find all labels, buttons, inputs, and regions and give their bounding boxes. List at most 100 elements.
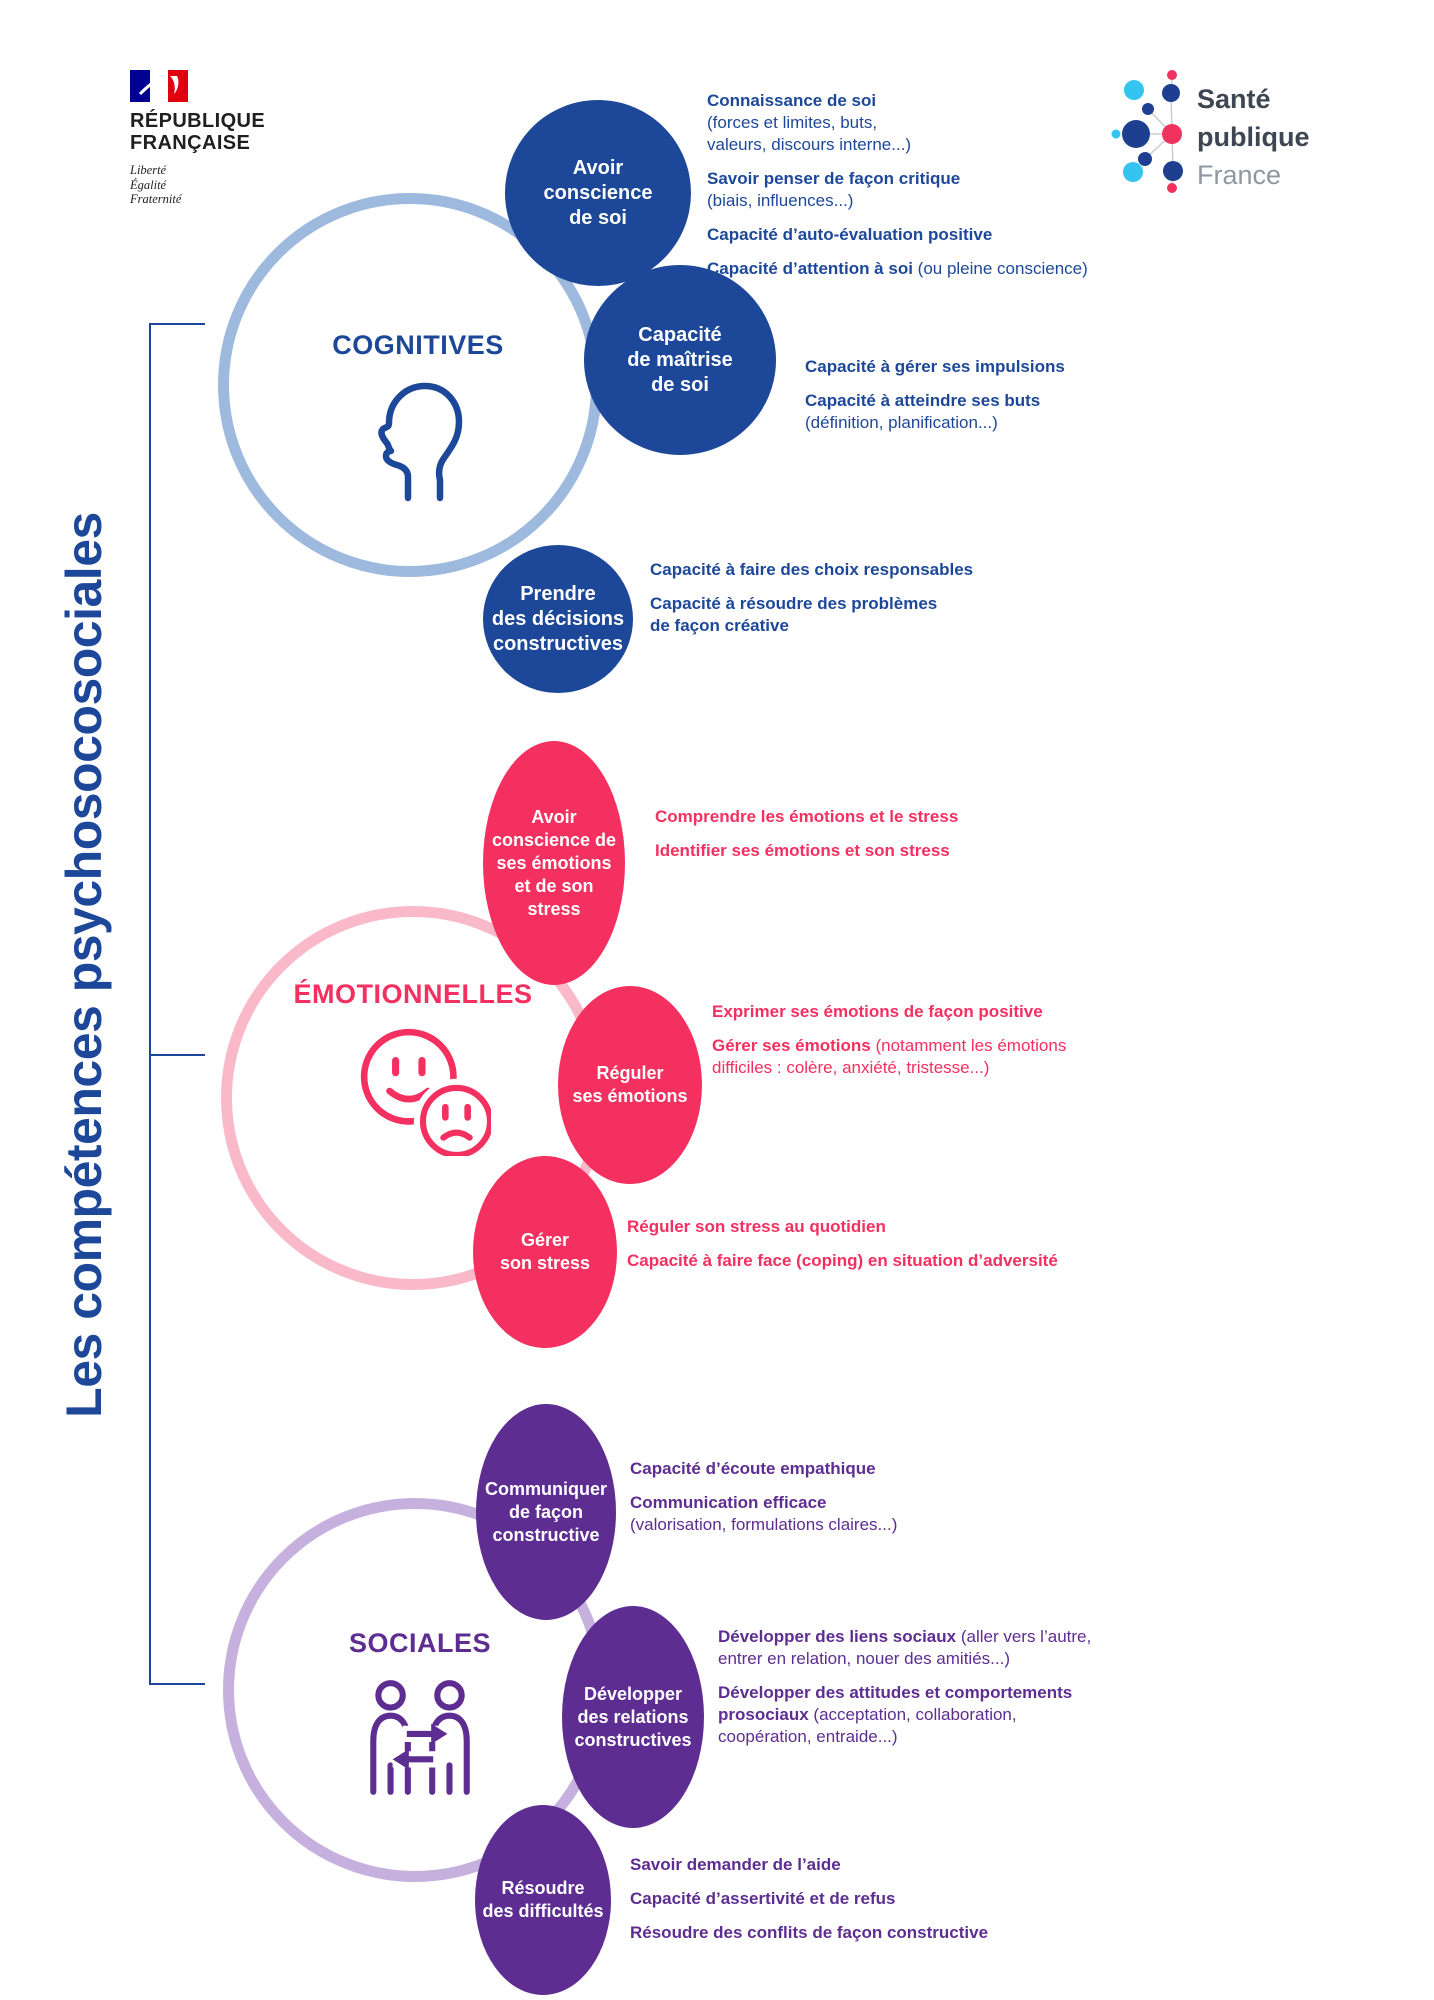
page-title: Les compétences psychosocosociales <box>56 512 112 1418</box>
node-label: Développer des relations constructives <box>574 1683 692 1750</box>
sante-publique-france-wordmark: Santé publique France <box>1197 80 1309 194</box>
detail-regular-text: (forces et limites, buts, <box>707 113 878 132</box>
detail-item: Capacité d’assertivité et de refus <box>630 1888 988 1910</box>
detail-bold-text: Comprendre les émotions et le stress <box>655 807 959 826</box>
rf-name-line2: FRANÇAISE <box>130 132 251 154</box>
detail-regular-text: valeurs, discours interne...) <box>707 135 912 154</box>
detail-bold-text: Capacité d’assertivité et de refus <box>630 1889 896 1908</box>
detail-bold-text: Capacité à résoudre des problèmes <box>650 594 938 613</box>
republique-francaise-logo: RÉPUBLIQUE FRANÇAISE Liberté Égalité Fra… <box>130 70 330 207</box>
detail-bold-text: Connaissance de soi <box>707 91 877 110</box>
detail-regular-text: (notamment les émotions <box>870 1036 1067 1055</box>
detail-regular-text: (définition, planification...) <box>805 413 998 432</box>
node-label: Avoir conscience de ses émotions et de s… <box>491 806 617 919</box>
node-label: Prendre des décisions constructives <box>491 582 625 655</box>
two-people-exchange-icon <box>370 1680 470 1795</box>
detail-bold-text: Gérer ses émotions <box>712 1036 871 1055</box>
node-label: Capacité de maîtrise de soi <box>627 323 733 396</box>
node-label: Gérer son stress <box>499 1230 591 1273</box>
group-label-cognitives: COGNITIVES <box>332 330 504 360</box>
node-label: Résoudre des difficultés <box>482 1878 604 1921</box>
detail-bold-text: Réguler son stress au quotidien <box>627 1217 886 1236</box>
details-avoir-conscience-de-soi: Connaissance de soi (forces et limites, b… <box>707 90 1088 280</box>
detail-bold-text: Développer des liens sociaux <box>718 1627 957 1646</box>
detail-item: Développer des attitudes et comportement… <box>718 1682 1091 1748</box>
detail-bold-text: Résoudre des conflits de façon construct… <box>630 1923 989 1942</box>
node-gerer-son-stress: Gérer son stress <box>473 1156 617 1348</box>
node-developper-des-relations-constructives: Développer des relations constructives <box>562 1606 704 1828</box>
detail-bold-text: Capacité d’attention à soi <box>707 259 913 278</box>
node-avoir-conscience-de-soi: Avoir conscience de soi <box>505 100 691 286</box>
detail-regular-text: (biais, influences...) <box>707 191 854 210</box>
detail-item: Résoudre des conflits de façon construct… <box>630 1922 988 1944</box>
detail-regular-text: coopération, entraide...) <box>718 1727 898 1746</box>
detail-item: Capacité d’attention à soi (ou pleine co… <box>707 258 1088 280</box>
group-label-sociales: SOCIALES <box>348 1628 492 1658</box>
detail-item: Capacité à faire face (coping) en situat… <box>627 1250 1058 1272</box>
rf-motto-fraternite: Fraternité <box>130 192 182 206</box>
detail-item: Développer des liens sociaux (aller vers… <box>718 1626 1091 1670</box>
detail-item: Gérer ses émotions (notamment les émotio… <box>712 1035 1066 1079</box>
detail-bold-text: Communication efficace <box>630 1493 827 1512</box>
detail-bold-text: Capacité à gérer ses impulsions <box>805 357 1065 376</box>
detail-bold-text: Savoir penser de façon critique <box>707 169 961 188</box>
node-capacite-de-maitrise-de-soi: Capacité de maîtrise de soi <box>584 265 776 455</box>
detail-bold-text: Savoir demander de l’aide <box>630 1855 841 1874</box>
detail-item: Capacité à atteindre ses buts (définition… <box>805 390 1065 434</box>
detail-item: Capacité d’auto-évaluation positive <box>707 224 1088 246</box>
group-label-emotionnelles: ÉMOTIONNELLES <box>293 979 533 1009</box>
detail-bold-text: Capacité à faire face (coping) en situat… <box>627 1251 1058 1270</box>
spf-word-sante: Santé <box>1197 84 1271 114</box>
detail-regular-text: (ou pleine conscience) <box>912 259 1088 278</box>
detail-bold-text: Identifier ses émotions et son stress <box>655 841 950 860</box>
detail-item: Capacité à gérer ses impulsions <box>805 356 1065 378</box>
detail-item: Exprimer ses émotions de façon positive <box>712 1001 1066 1023</box>
detail-item: Comprendre les émotions et le stress <box>655 806 958 828</box>
detail-bold-text: Développer des attitudes et comportement… <box>718 1683 1073 1702</box>
spf-word-france: France <box>1197 160 1282 190</box>
details-developper-des-relations-constructives: Développer des liens sociaux (aller vers… <box>718 1626 1091 1748</box>
node-label: Réguler ses émotions <box>572 1063 688 1106</box>
detail-item: Réguler son stress au quotidien <box>627 1216 1058 1238</box>
detail-bold-text: Capacité d’écoute empathique <box>630 1459 876 1478</box>
detail-item: Capacité à faire des choix responsables <box>650 559 973 581</box>
detail-regular-text: (acceptation, collaboration, <box>808 1705 1017 1724</box>
detail-item: Connaissance de soi (forces et limites, b… <box>707 90 1088 156</box>
detail-item: Identifier ses émotions et son stress <box>655 840 958 862</box>
node-avoir-conscience-de-ses-emotions: Avoir conscience de ses émotions et de s… <box>483 741 625 985</box>
node-label: Communiquer de façon constructive <box>484 1478 607 1545</box>
detail-bold-text: Exprimer ses émotions de façon positive <box>712 1002 1043 1021</box>
node-communiquer-de-facon-constructive: Communiquer de façon constructive <box>476 1404 616 1620</box>
rf-motto-liberte: Liberté <box>130 163 167 177</box>
sante-publique-france-dots-icon <box>1111 70 1183 193</box>
detail-regular-text: difficiles : colère, anxiété, tristesse.… <box>712 1058 990 1077</box>
spf-word-publique: publique <box>1197 122 1310 152</box>
detail-regular-text: (valorisation, formulations claires...) <box>630 1515 898 1534</box>
detail-bold-text: Capacité à faire des choix responsables <box>650 560 974 579</box>
detail-item: Capacité d’écoute empathique <box>630 1458 897 1480</box>
detail-item: Savoir demander de l’aide <box>630 1854 988 1876</box>
node-reguler-ses-emotions: Réguler ses émotions <box>558 986 702 1184</box>
rf-name-line1: RÉPUBLIQUE <box>130 110 266 132</box>
detail-bold-text: Capacité d’auto-évaluation positive <box>707 225 993 244</box>
bracket-tick-sociales <box>149 1683 205 1685</box>
bracket-tick-cognitives <box>149 323 205 325</box>
detail-regular-text: entrer en relation, nouer des amitiés...… <box>718 1649 1010 1668</box>
detail-bold-text: Capacité à atteindre ses buts <box>805 391 1041 410</box>
detail-regular-text: (aller vers l’autre, <box>956 1627 1092 1646</box>
rf-motto-egalite: Égalité <box>130 177 167 192</box>
marianne-flag-icon <box>130 70 188 102</box>
detail-bold-text: de façon créative <box>650 616 789 635</box>
detail-item: Savoir penser de façon critique (biais, i… <box>707 168 1088 212</box>
detail-item: Communication efficace (valorisation, for… <box>630 1492 897 1536</box>
bracket-vertical-line <box>149 323 151 1685</box>
head-profile-icon <box>378 382 463 502</box>
